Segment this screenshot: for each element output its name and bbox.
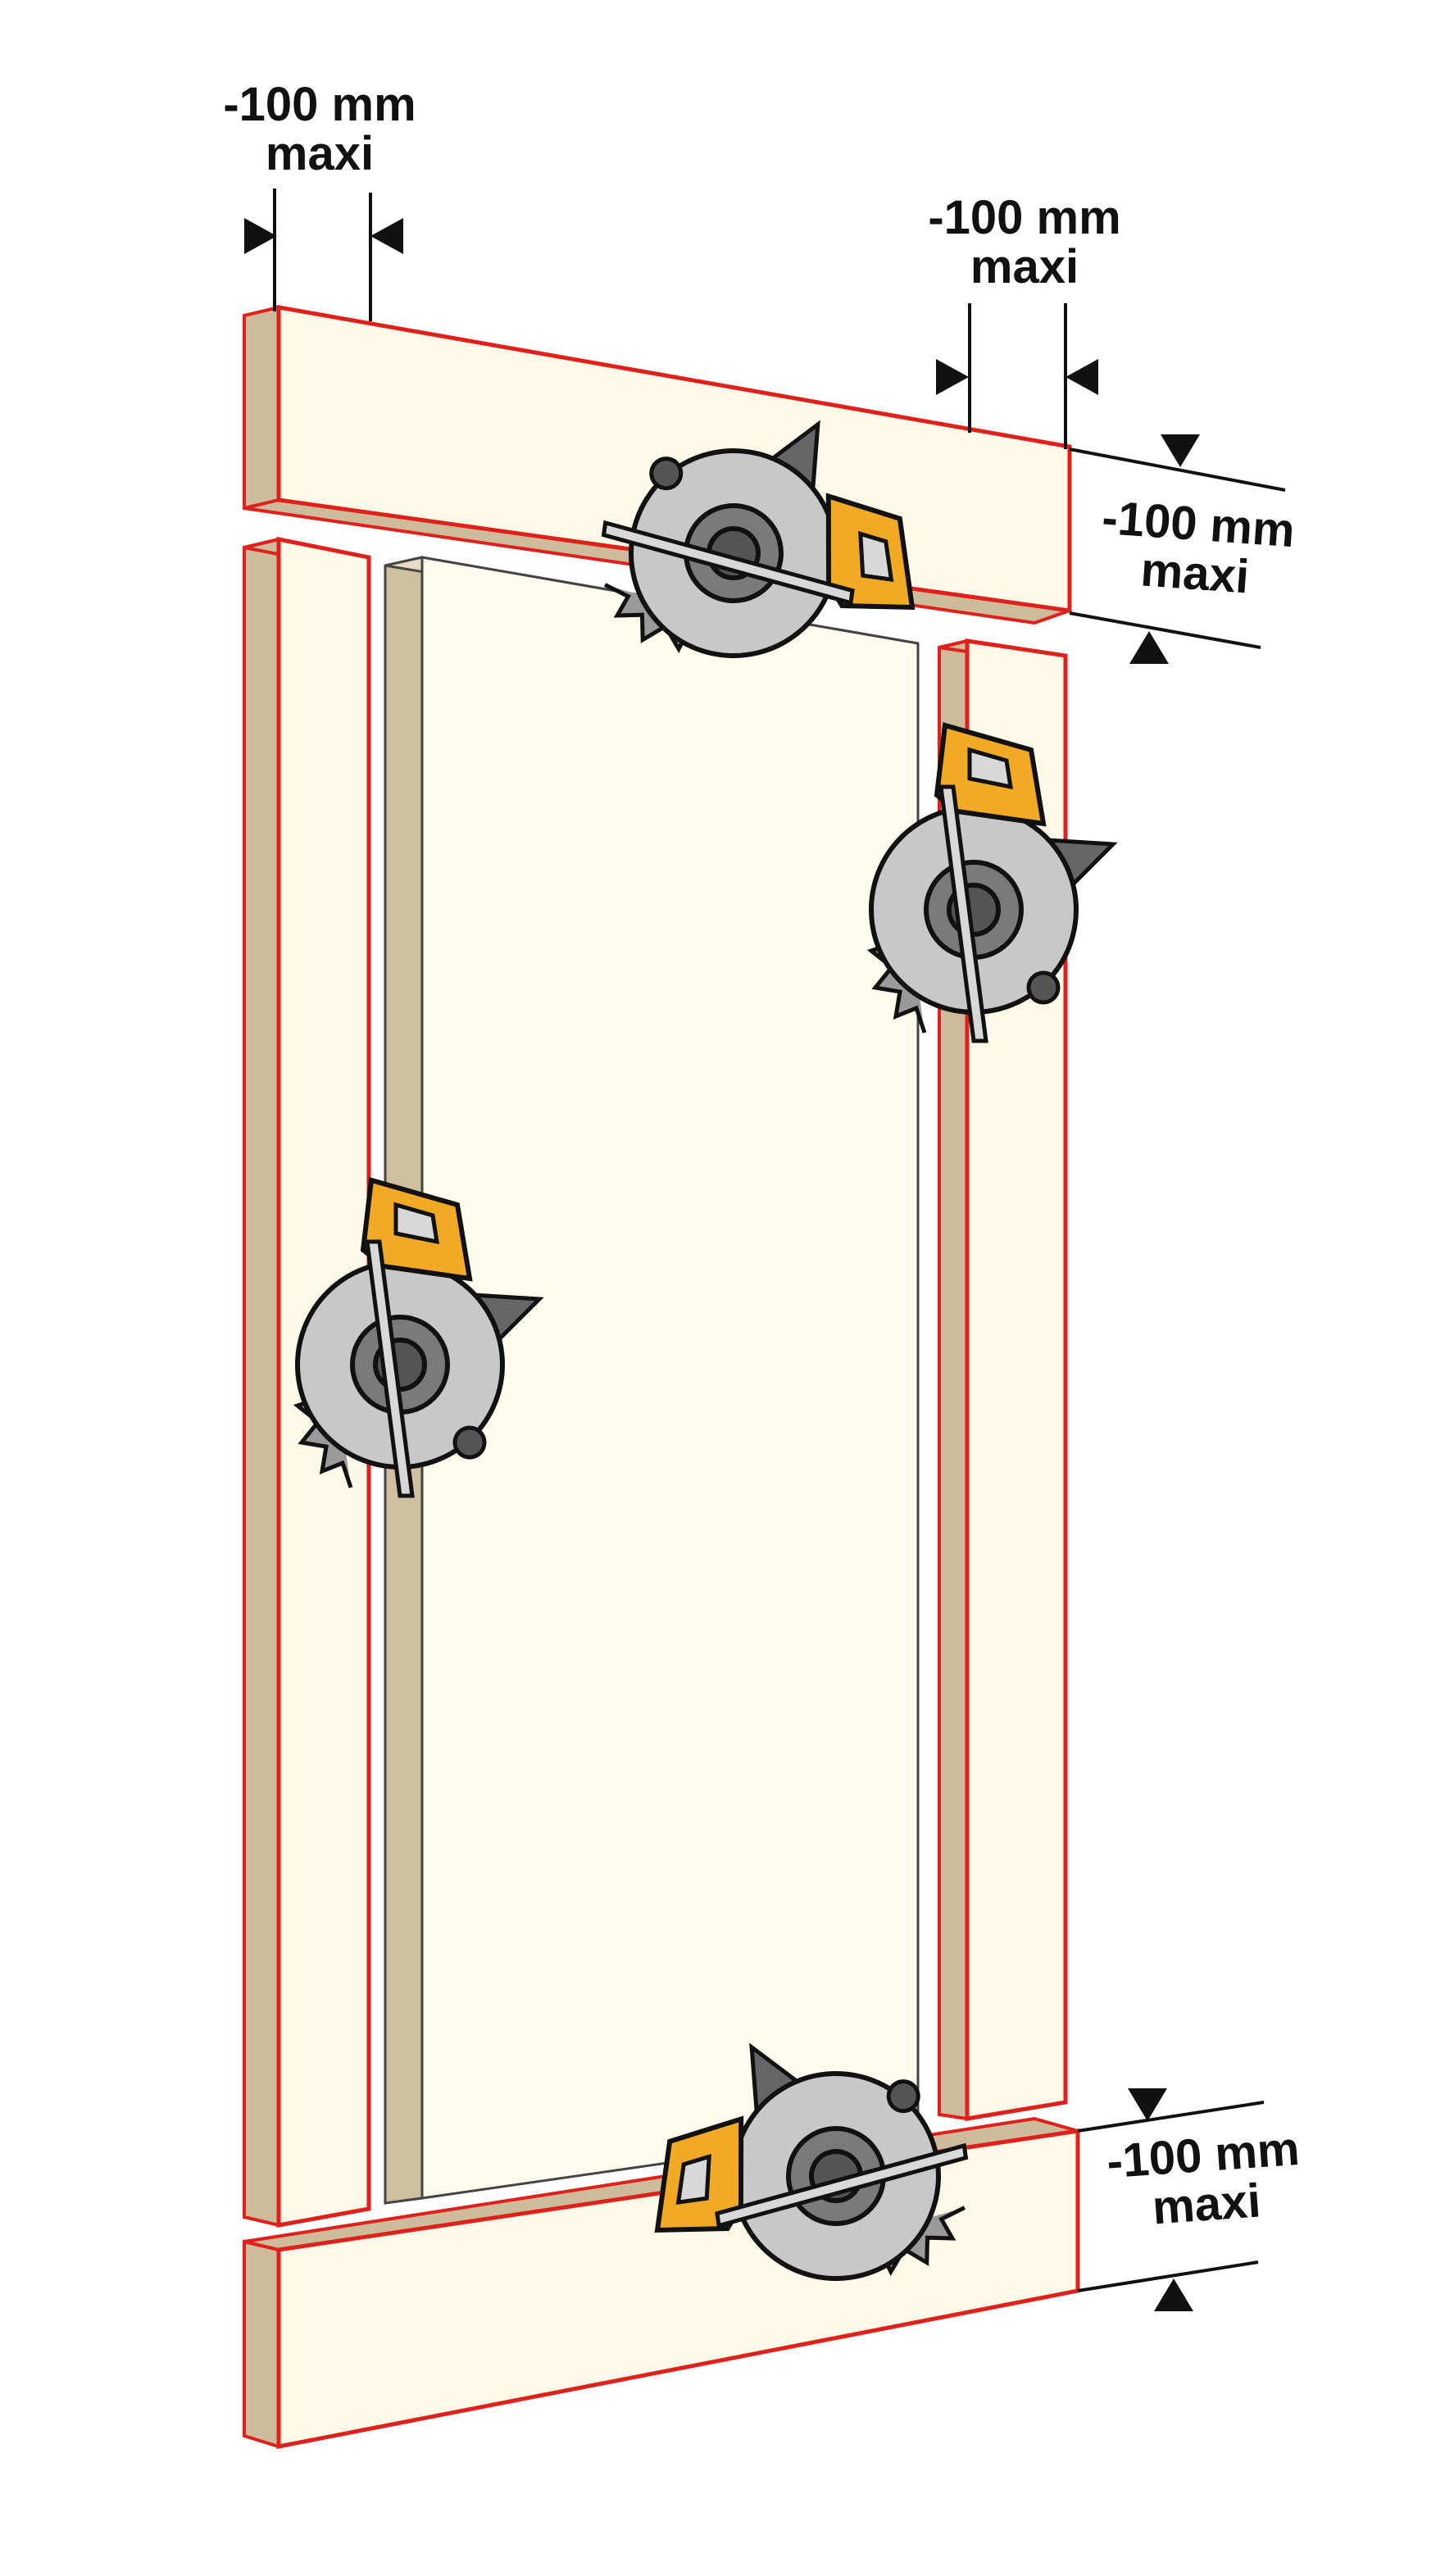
dimension-top-left bbox=[244, 189, 403, 321]
dimension-value: -100 mm bbox=[928, 191, 1121, 244]
dimension-label-right-lower: -100 mm maxi bbox=[1087, 2122, 1323, 2237]
dimension-arrow-icon bbox=[244, 218, 277, 254]
dimension-arrow-icon bbox=[1129, 631, 1169, 664]
dimension-arrow-icon bbox=[1066, 359, 1098, 395]
dimension-right-lower bbox=[1077, 2088, 1265, 2311]
dimension-arrow-icon bbox=[1161, 434, 1200, 467]
dimension-label-right-upper: -100 mm maxi bbox=[1079, 491, 1315, 606]
dimension-arrow-icon bbox=[1128, 2088, 1167, 2121]
dimension-arrow-icon bbox=[936, 359, 969, 395]
dimension-value: -100 mm bbox=[223, 78, 416, 131]
dimension-arrow-icon bbox=[1154, 2278, 1193, 2311]
dimension-note: maxi bbox=[265, 127, 375, 180]
dimension-arrow-icon bbox=[370, 218, 403, 254]
dimension-label-top-left: -100 mm maxi bbox=[205, 80, 434, 179]
dimension-note: maxi bbox=[970, 240, 1079, 293]
dimension-label-top-right: -100 mm maxi bbox=[910, 193, 1139, 292]
dimension-right-upper bbox=[1069, 434, 1286, 664]
dimension-top-right bbox=[936, 303, 1098, 449]
